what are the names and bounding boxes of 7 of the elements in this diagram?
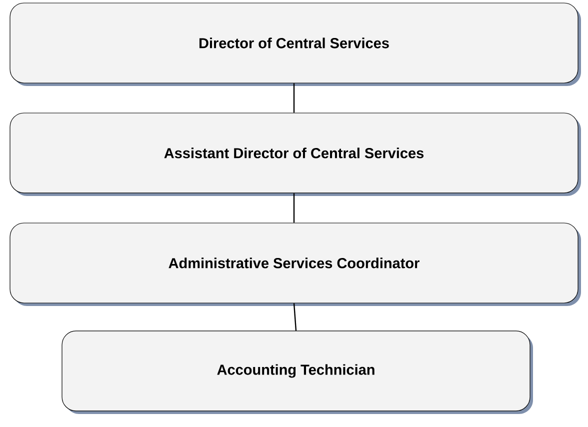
org-box: Assistant Director of Central Services [10,112,581,196]
org-box: Director of Central Services [10,2,581,86]
org-box: Accounting Technician [62,330,533,414]
connector-line [293,193,295,223]
org-box: Administrative Services Coordinator [10,222,581,306]
connector-line [293,303,297,331]
connector-line [293,83,295,113]
